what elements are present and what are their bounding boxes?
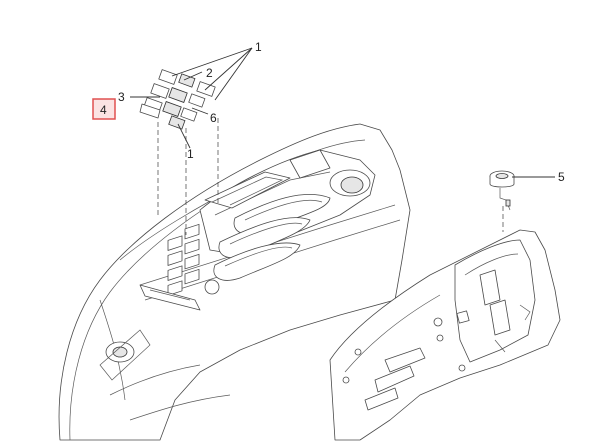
side-panel bbox=[329, 229, 561, 441]
callout-4-highlight: 4 bbox=[92, 98, 116, 120]
callout-labels: 1 2 3 4 5 6 1 bbox=[92, 40, 565, 184]
callout-4: 4 bbox=[100, 103, 107, 117]
callout-3: 3 bbox=[118, 90, 125, 104]
switch-grid bbox=[167, 223, 200, 296]
leader-lines bbox=[130, 47, 555, 178]
callout-1-bottom: 1 bbox=[187, 147, 194, 161]
callout-6: 6 bbox=[210, 111, 217, 125]
callout-5: 5 bbox=[558, 170, 565, 184]
switch-cluster bbox=[139, 69, 216, 130]
assembly-lines bbox=[157, 118, 504, 235]
dashboard-panel bbox=[58, 123, 411, 441]
callout-1-top: 1 bbox=[255, 40, 262, 54]
callout-2: 2 bbox=[206, 66, 213, 80]
socket-part bbox=[489, 170, 515, 211]
